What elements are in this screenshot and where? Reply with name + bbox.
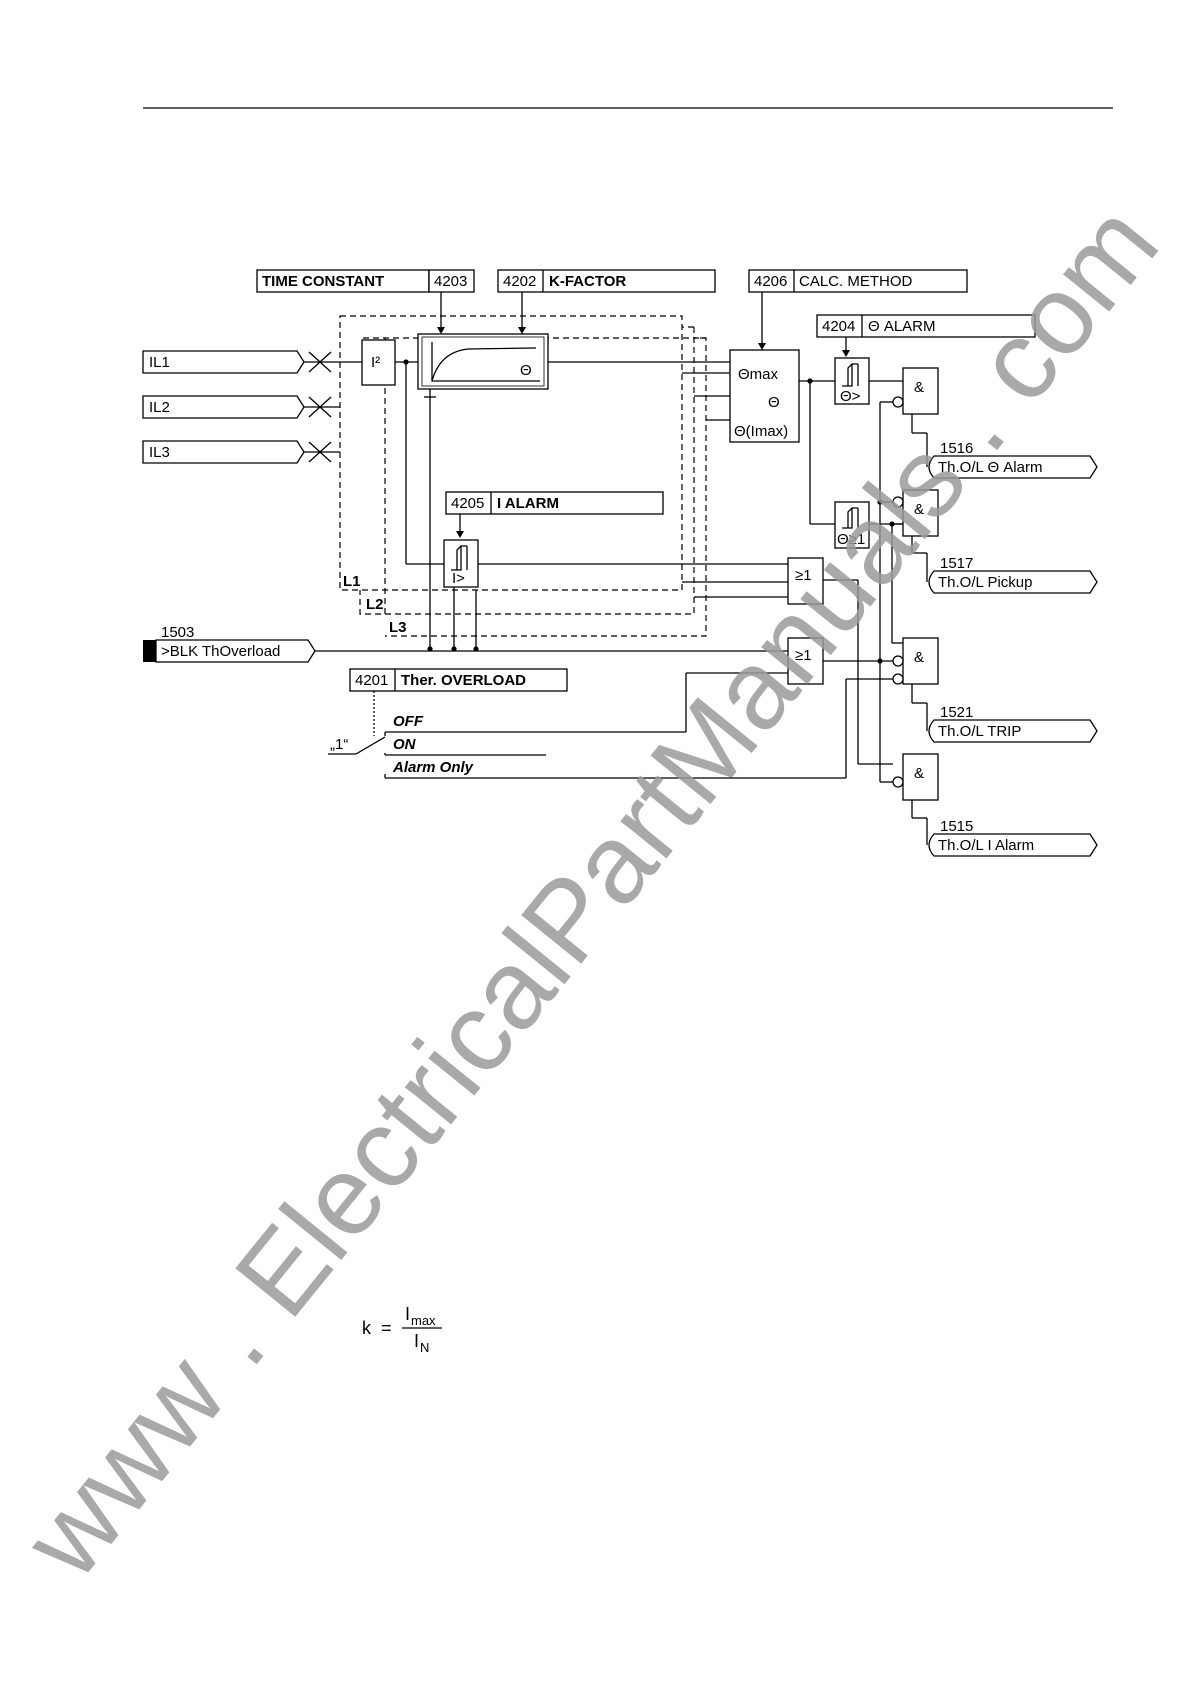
theta-imax-label: Θ(Imax) [734, 423, 788, 440]
block-input-number: 1503 [161, 624, 194, 641]
param-k-factor-addr: 4202 [503, 273, 536, 290]
param-k-factor-label: K-FACTOR [549, 273, 626, 290]
input-il2: IL2 [142, 395, 340, 419]
param-theta-alarm-label: Θ ALARM [868, 318, 936, 335]
param-theta-alarm-addr: 4204 [822, 318, 855, 335]
output-1516-label: Th.O/L Θ Alarm [938, 459, 1042, 476]
or-gate-2-label: ≥1 [795, 647, 812, 664]
param-time-constant-addr: 4203 [434, 273, 467, 290]
output-1515-number: 1515 [940, 818, 973, 835]
input-il3: IL3 [142, 440, 340, 464]
param-i-alarm: 4205 I ALARM [445, 491, 664, 515]
output-1521: 1521 Th.O/L TRIP [928, 704, 1098, 743]
or-gate-2: ≥1 [787, 637, 824, 685]
param-ther-overload-label: Ther. OVERLOAD [401, 672, 526, 689]
and-gate-2: & [892, 489, 939, 537]
param-theta-alarm: 4204 Θ ALARM [816, 314, 1036, 338]
output-1515: 1515 Th.O/L I Alarm [928, 818, 1098, 857]
theta-threshold-block: Θ> [834, 357, 870, 405]
watermark: www . ElectricalPartManuals . com [0, 182, 1182, 1601]
square-label: I² [371, 354, 380, 371]
and-gate-4-label: & [914, 765, 924, 782]
thermal-theta-label: Θ [520, 362, 532, 379]
phase-frames: L1 L2 L3 [339, 315, 707, 637]
and-gate-2-label: & [914, 501, 924, 518]
or-gate-1: ≥1 [787, 557, 824, 605]
output-1521-number: 1521 [940, 704, 973, 721]
equation-denominator: I [414, 1331, 419, 1351]
input-il1-label: IL1 [149, 354, 170, 371]
output-1516: 1516 Th.O/L Θ Alarm [928, 440, 1098, 479]
param-ther-overload: 4201 Ther. OVERLOAD [349, 668, 568, 692]
param-calc-method-addr: 4206 [754, 273, 787, 290]
input-il2-label: IL2 [149, 399, 170, 416]
equation-eq: = [381, 1318, 392, 1338]
i-threshold-block: I> [443, 539, 479, 588]
mode-switch: „1“ OFF ON Alarm Only [328, 673, 893, 779]
switch-value: „1“ [330, 736, 348, 753]
param-time-constant-label: TIME CONSTANT [262, 273, 384, 290]
i-threshold-label: I> [452, 570, 465, 587]
output-1517: 1517 Th.O/L Pickup [928, 555, 1098, 594]
input-il3-label: IL3 [149, 444, 170, 461]
theta-threshold-label: Θ> [840, 388, 861, 405]
block-input: 1503 >BLK ThOverload [143, 624, 316, 663]
and-gate-3-label: & [914, 649, 924, 666]
equation-numerator: I [405, 1304, 410, 1324]
thermal-model-block: Θ [417, 333, 549, 390]
output-1515-label: Th.O/L I Alarm [938, 837, 1034, 854]
and-gate-3: & [892, 637, 939, 685]
param-i-alarm-addr: 4205 [451, 495, 484, 512]
output-1521-label: Th.O/L TRIP [938, 723, 1021, 740]
param-i-alarm-label: I ALARM [497, 495, 559, 512]
phase-l2-label: L2 [366, 596, 384, 613]
param-arrows [437, 292, 850, 538]
param-calc-method-label: CALC. METHOD [799, 273, 913, 290]
and-gate-1: & [892, 367, 939, 415]
or-gate-1-label: ≥1 [795, 567, 812, 584]
square-block: I² [361, 339, 396, 386]
equation-denominator-sub: N [420, 1340, 429, 1355]
block-input-label: >BLK ThOverload [161, 643, 280, 660]
switch-on: ON [393, 736, 417, 753]
param-time-constant: TIME CONSTANT 4203 [256, 269, 475, 293]
theta-max-block: Θmax Θ Θ(Imax) [729, 349, 800, 443]
phase-l1-label: L1 [343, 573, 361, 590]
output-1517-label: Th.O/L Pickup [938, 574, 1032, 591]
output-1516-number: 1516 [940, 440, 973, 457]
switch-alarm-only: Alarm Only [392, 759, 474, 776]
and-gate-4: & [892, 753, 939, 801]
theta-max-label: Θmax [738, 366, 779, 383]
theta-ge1-block: Θ≥1 [834, 501, 870, 549]
equation-numerator-sub: max [411, 1313, 436, 1328]
param-ther-overload-addr: 4201 [355, 672, 388, 689]
switch-off: OFF [393, 713, 424, 730]
and-gate-1-label: & [914, 379, 924, 396]
param-k-factor: 4202 K-FACTOR [497, 269, 716, 293]
theta-ge1-label: Θ≥1 [837, 531, 865, 548]
equation-lhs: k [362, 1318, 372, 1338]
param-calc-method: 4206 CALC. METHOD [748, 269, 968, 293]
k-equation: k = I max I N [362, 1304, 442, 1355]
output-1517-number: 1517 [940, 555, 973, 572]
input-il1: IL1 [142, 350, 362, 374]
phase-l3-label: L3 [389, 619, 407, 636]
theta-mid-label: Θ [768, 394, 780, 411]
